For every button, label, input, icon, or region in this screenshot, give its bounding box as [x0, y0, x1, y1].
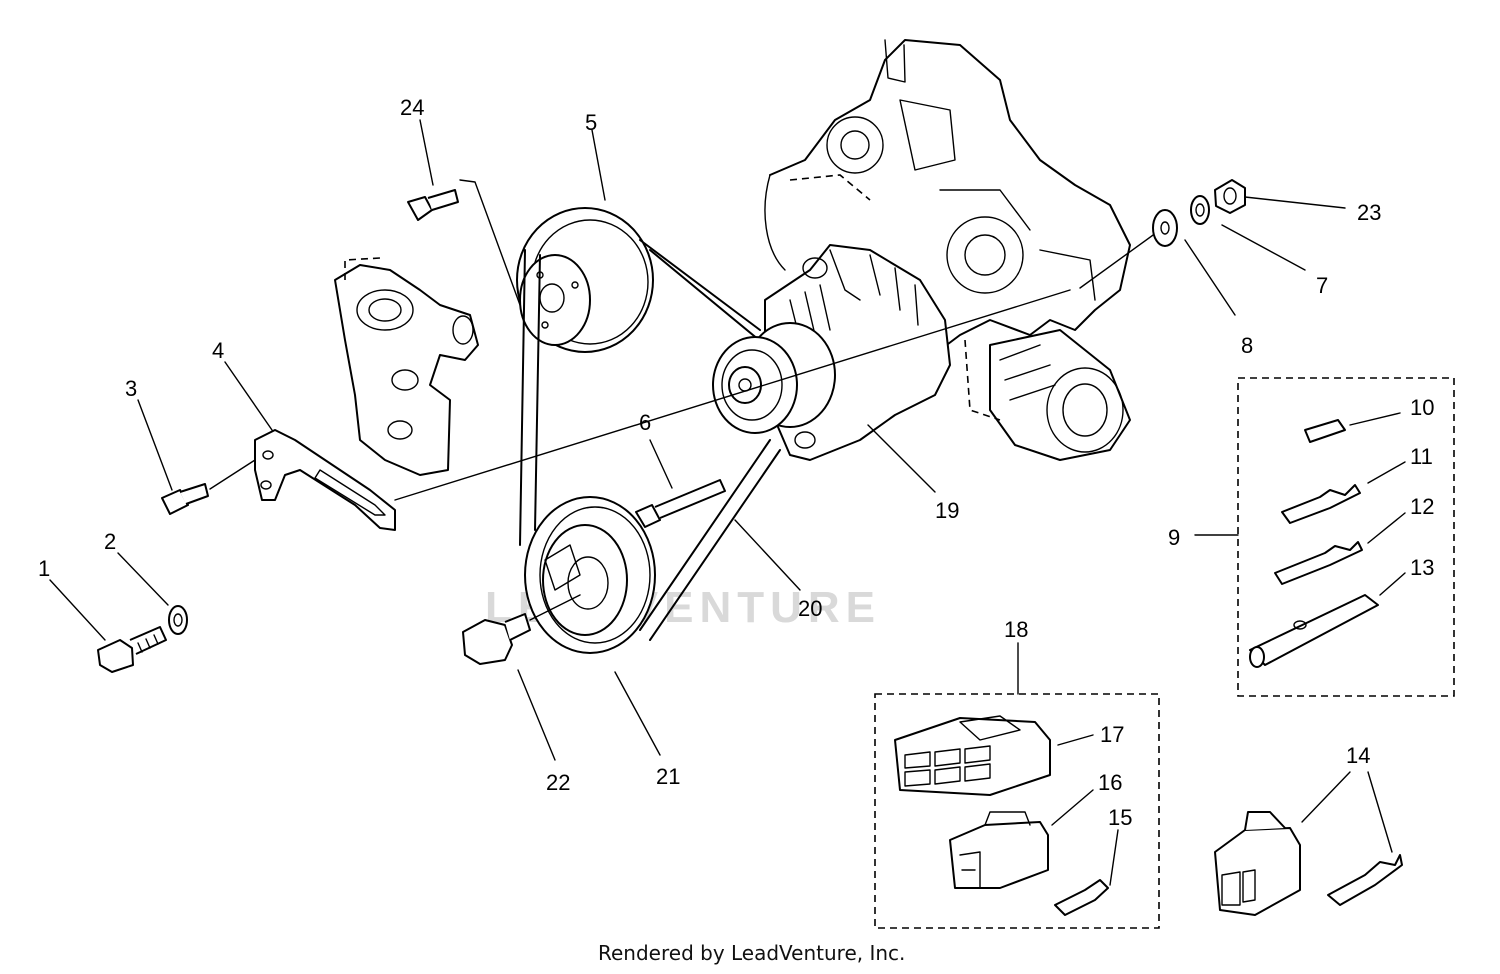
label-21: 21	[656, 764, 680, 789]
label-19: 19	[935, 498, 959, 523]
engine-block	[764, 39, 1131, 351]
terminal-12	[1274, 541, 1363, 585]
thermostat-housing	[334, 257, 479, 476]
crankshaft-pulley	[524, 496, 656, 654]
capscrew-24	[407, 179, 521, 306]
mounting-axis-line	[394, 289, 1071, 501]
label-23: 23	[1357, 200, 1381, 225]
oil-filter	[964, 329, 1131, 461]
footer-credit: Rendered by LeadVenture, Inc.	[598, 941, 905, 965]
label-6: 6	[639, 410, 651, 435]
label-1: 1	[38, 556, 50, 581]
terminal-10	[1304, 419, 1346, 443]
label-2: 2	[104, 529, 116, 554]
capscrew-3	[161, 459, 256, 515]
washer-2	[168, 605, 188, 635]
terminal-sleeve-13	[1249, 594, 1379, 668]
alternator	[712, 244, 951, 461]
label-10: 10	[1410, 395, 1434, 420]
label-4: 4	[212, 338, 224, 363]
water-pump-pulley	[516, 207, 654, 353]
label-11: 11	[1410, 444, 1433, 469]
label-5: 5	[585, 110, 597, 135]
part-labels: 1 2 3 4 5 6 7 8 9 10 11 12 13 14 15 16 1…	[38, 95, 1434, 830]
lock-washer-7	[1190, 195, 1210, 225]
v-belt	[519, 239, 781, 641]
terminal-15	[1054, 879, 1109, 916]
label-9: 9	[1168, 525, 1180, 550]
terminal-11	[1281, 484, 1361, 524]
alternator-bracket	[254, 429, 396, 531]
terminal-14b	[1327, 854, 1403, 906]
label-18: 18	[1004, 617, 1028, 642]
capscrew-22	[462, 594, 581, 665]
label-20: 20	[798, 596, 822, 621]
washer-8	[1152, 209, 1178, 247]
label-22: 22	[546, 770, 570, 795]
label-3: 3	[125, 376, 137, 401]
connector-14	[1214, 811, 1301, 916]
bolt-1	[97, 626, 167, 673]
nut-23	[1214, 179, 1246, 214]
label-8: 8	[1241, 333, 1253, 358]
label-16: 16	[1098, 770, 1122, 795]
mounting-axis-line-2	[1079, 229, 1161, 289]
label-17: 17	[1100, 722, 1124, 747]
label-24: 24	[400, 95, 424, 120]
label-12: 12	[1410, 494, 1434, 519]
connector-17	[894, 715, 1051, 796]
terminal-kit-box	[1237, 377, 1455, 697]
label-15: 15	[1108, 805, 1132, 830]
label-14: 14	[1346, 743, 1370, 768]
label-13: 13	[1410, 555, 1434, 580]
bolt-6	[635, 479, 726, 528]
leader-lines	[49, 119, 1406, 886]
connector-kit-box	[874, 693, 1160, 929]
label-7: 7	[1316, 273, 1328, 298]
connector-16	[949, 811, 1049, 889]
